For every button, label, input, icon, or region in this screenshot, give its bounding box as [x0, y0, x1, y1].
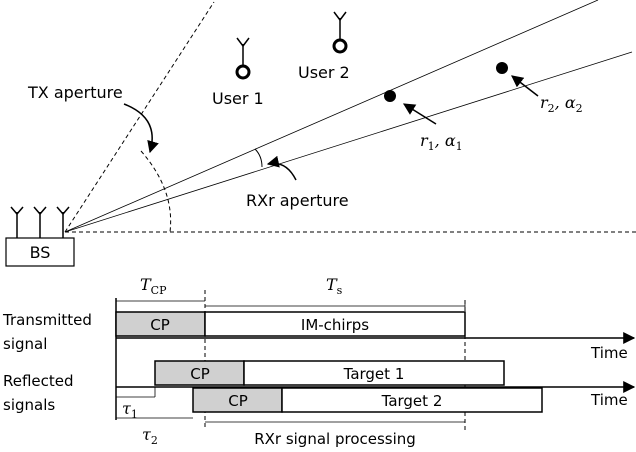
target1-dot [384, 90, 396, 102]
transmitted-signal-label: signal [3, 335, 47, 353]
transmitted-label: Transmitted [2, 311, 92, 329]
tx-imchirps-label: IM-chirps [301, 316, 369, 334]
tx-aperture-label: TX aperture [27, 83, 123, 102]
tx-aperture-pointer-arrow [123, 103, 159, 154]
bs-label: BS [30, 243, 51, 262]
rxr-processing-label: RXr signal processing [254, 430, 416, 448]
user2-label: User 2 [298, 63, 350, 82]
bs-antenna-array-icon [10, 206, 70, 238]
reflected-label: Reflected [3, 372, 74, 390]
rxr-aperture-upper-line [64, 0, 599, 233]
target2-pointer-arrow [511, 75, 539, 97]
time-axis-2-label: Time [590, 391, 628, 409]
t-cp-label: TCP [140, 275, 167, 297]
rxr-aperture-pointer-arrow [266, 155, 297, 181]
reflected-signals-label: signals [3, 396, 55, 414]
bs-box [5, 237, 75, 267]
time-axis-1-label: Time [590, 344, 628, 362]
echo1-target-label: Target 1 [343, 365, 405, 383]
tx-imchirps-block [204, 311, 466, 337]
echo2-target-label: Target 2 [381, 392, 443, 410]
target2-dot [496, 62, 508, 74]
echo2-target-block [281, 387, 543, 413]
rxr-aperture-arc [254, 148, 263, 168]
user1-label: User 1 [212, 89, 264, 108]
target1-pointer-arrow [402, 103, 437, 125]
rxr-aperture-label: RXr aperture [246, 191, 349, 210]
target2-params: r2, α2 [540, 93, 583, 115]
user1-antenna-icon [235, 37, 251, 80]
echo1-cp-label: CP [190, 365, 210, 383]
t-s-label: Ts [326, 275, 343, 297]
tx-aperture-arc [140, 150, 172, 233]
rxr-aperture-lower-line [64, 51, 633, 233]
tau1-label: τ1 [122, 399, 138, 421]
echo1-target-block [243, 360, 505, 386]
tau2-label: τ2 [142, 425, 158, 447]
tx-aperture-edge-line [64, 1, 215, 233]
echo2-cp-label: CP [228, 392, 248, 410]
target1-params: r1, α1 [420, 131, 463, 153]
tx-cp-label: CP [150, 316, 170, 334]
echo1-cp-block [154, 360, 245, 386]
user2-antenna-icon [332, 11, 348, 54]
